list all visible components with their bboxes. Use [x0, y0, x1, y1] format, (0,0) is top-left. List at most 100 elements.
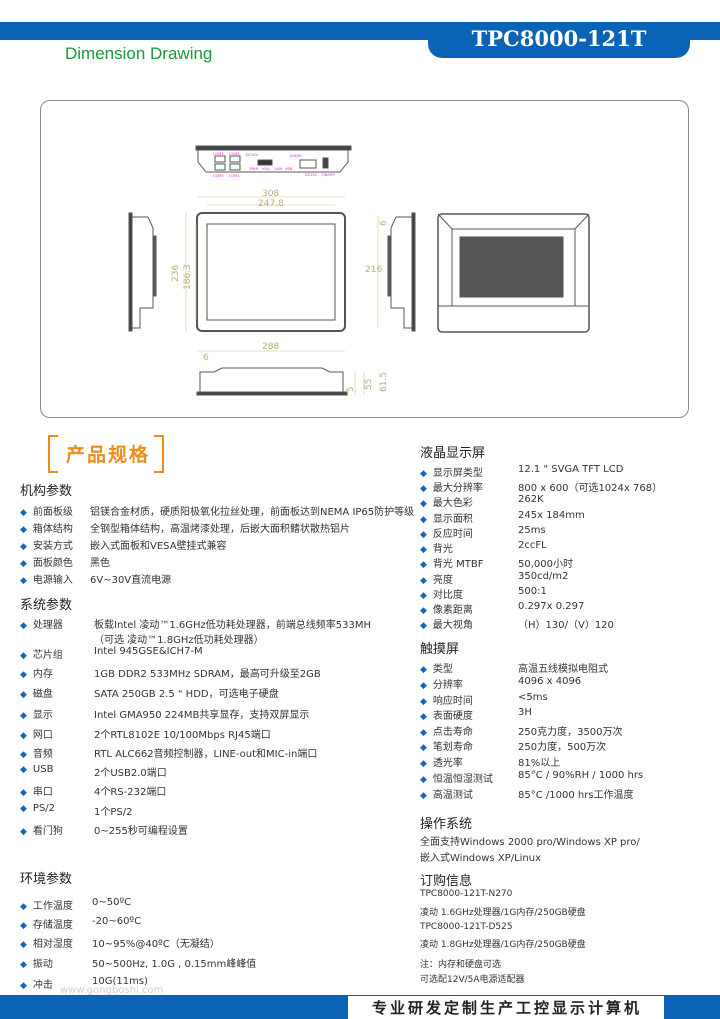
port-label: AUDIO	[290, 154, 302, 158]
environment-row: ◆相对湿度 10~95%@40ºC（无凝结）	[20, 935, 220, 950]
spec-value: SATA 250GB 2.5 " HDD，可选电子硬盘	[94, 689, 279, 700]
diamond-bullet-icon: ◆	[20, 940, 27, 950]
diamond-bullet-icon: ◆	[20, 651, 27, 661]
spec-value: 500:1	[518, 586, 547, 597]
diamond-bullet-icon: ◆	[20, 765, 27, 775]
spec-label: 音频	[32, 749, 53, 760]
structure-row: ◆前面板级 铝镁合金材质，硬质阳极氧化拉丝处理，前面板达到NEMA IP65防护…	[20, 503, 414, 518]
top-view	[195, 145, 352, 173]
dim-height-outer: 236	[171, 265, 181, 282]
spec-value: 250克力度，3500万次	[518, 727, 623, 738]
spec-value: 800 x 600（可选1024x 768）	[518, 483, 663, 494]
spec-value: 0.297x 0.297	[518, 601, 585, 612]
touch-row: ◆响应时间 <5ms	[420, 692, 548, 707]
footer-slogan: 专业研发定制生产工控显示计算机	[371, 999, 642, 1017]
diamond-bullet-icon: ◆	[420, 665, 427, 675]
port-label: DC12V	[305, 173, 318, 177]
diamond-bullet-icon: ◆	[420, 545, 427, 555]
footer-square	[703, 997, 720, 1019]
port-label: PWR	[250, 167, 259, 171]
diamond-bullet-icon: ◆	[420, 560, 427, 570]
right-side-view	[387, 212, 416, 332]
touch-row: ◆笔划寿命 250力度，500万次	[420, 738, 606, 753]
diamond-bullet-icon: ◆	[20, 559, 27, 569]
spec-value: 1GB DDR2 533MHz SDRAM，最高可升级至2GB	[94, 669, 321, 680]
spec-label: 笔划寿命	[432, 742, 473, 753]
diamond-bullet-icon: ◆	[420, 576, 427, 586]
footer-slogan-box	[348, 996, 664, 1019]
order-line: 凌动 1.6GHz处理器/1G内存/250GB硬盘	[420, 908, 586, 918]
touch-row: ◆恒温恒湿测试 85°C / 90%RH / 1000 hrs	[420, 770, 643, 785]
order-line: 凌动 1.8GHz处理器/1G内存/250GB硬盘	[420, 940, 586, 950]
spec-value: 245x 184mm	[518, 510, 585, 521]
diamond-bullet-icon: ◆	[420, 469, 427, 479]
lcd-row: ◆显示面积 245x 184mm	[420, 510, 585, 525]
system-row: ◆PS/2 1个PS/2	[20, 803, 132, 818]
dim-depth-c: 61.5	[379, 372, 389, 392]
diamond-bullet-icon: ◆	[20, 750, 27, 760]
spec-value: <5ms	[518, 692, 548, 703]
lcd-row: ◆显示屏类型 12.1 " SVGA TFT LCD	[420, 464, 623, 479]
dim-side-height: 216	[365, 265, 382, 275]
spec-value: 1个PS/2	[94, 807, 133, 818]
diamond-bullet-icon: ◆	[20, 804, 27, 814]
specs-title: 产品规格	[66, 444, 151, 466]
spec-label: 最大色彩	[432, 498, 473, 509]
spec-label: 芯片组	[32, 650, 63, 661]
diamond-bullet-icon: ◆	[20, 902, 27, 912]
spec-label: 冲击	[32, 980, 53, 991]
spec-label: USB	[32, 764, 54, 775]
touch-row: ◆ 透光率 81%以上	[420, 754, 560, 769]
section-title: Dimension Drawing	[65, 44, 213, 63]
lcd-row: ◆最大色彩 262K	[420, 494, 544, 509]
system-row: ◆串口 4个RS-232端口	[20, 783, 166, 798]
spec-value: 0~255秒可编程设置	[94, 826, 188, 837]
diamond-bullet-icon: ◆	[20, 960, 27, 970]
system-row: ◆处理器 板载Intel 凌动™1.6GHz低功耗处理器，前端总线频率533MH…	[20, 616, 371, 646]
diamond-bullet-icon: ◆	[20, 731, 27, 741]
spec-value: 50,000小时	[518, 559, 573, 570]
spec-value: Intel GMA950 224MB共享显存，支持双屏显示	[94, 710, 310, 721]
dim-depth-a: 5	[346, 386, 356, 392]
touch-row: ◆高温测试 85°C /1000 hrs工作温度	[420, 786, 634, 801]
system-row: ◆ USB 2个USB2.0端口	[20, 764, 167, 779]
lcd-row: ◆最大视角 （H）130/（V）120	[420, 616, 614, 631]
spec-label: 亮度	[432, 575, 453, 586]
spec-value: 4个RS-232端口	[94, 787, 167, 798]
spec-label: 看门狗	[32, 826, 63, 837]
lcd-row: ◆背光 MTBF 50,000小时	[420, 555, 573, 570]
system-title: 系统参数	[20, 598, 73, 613]
spec-label: 对比度	[432, 590, 463, 601]
environment-title: 环境参数	[20, 872, 73, 887]
os-line: 全面支持Windows 2000 pro/Windows XP pro/	[420, 837, 640, 848]
system-row: ◆芯片组 Intel 945GSE&ICH7-M	[20, 646, 203, 661]
spec-value: 全钢型箱体结构，高温烤漆处理，后嵌大面积鳍状散热铝片	[90, 524, 350, 535]
port-label: LAN	[275, 167, 282, 171]
spec-label: 内存	[32, 669, 53, 680]
diamond-bullet-icon: ◆	[420, 791, 427, 801]
system-row: ◆看门狗 0~255秒可编程设置	[20, 822, 188, 837]
spec-value: 4096 x 4096	[518, 676, 582, 687]
spec-value: 25ms	[518, 525, 546, 536]
spec-value: 81%以上	[518, 758, 561, 769]
diamond-bullet-icon: ◆	[20, 508, 27, 518]
spec-label: 透光率	[432, 758, 463, 769]
spec-value: 85°C / 90%RH / 1000 hrs	[518, 770, 644, 781]
os-line: 嵌入式Windows XP/Linux	[420, 853, 542, 864]
diamond-bullet-icon: ◆	[420, 743, 427, 753]
spec-value: 10~95%@40ºC（无凝结）	[92, 939, 220, 950]
dimension-drawing-frame	[40, 100, 689, 418]
dimension-drawing: 308 247.8 236 186.3 216 6 288 6 5 55 61.…	[128, 145, 590, 396]
spec-value: 350cd/m2	[518, 571, 569, 582]
lcd-row: ◆最大分辨率 800 x 600（可选1024x 768）	[420, 479, 662, 494]
spec-label: 面板颜色	[32, 558, 73, 569]
spec-value: 2个USB2.0端口	[94, 768, 167, 779]
port-label: ON/OFF	[322, 173, 335, 177]
diamond-bullet-icon: ◆	[420, 759, 427, 769]
spec-label: 振动	[32, 959, 53, 970]
spec-label: 前面板级	[32, 507, 73, 518]
model-tab	[428, 22, 690, 58]
lcd-row: ◆背光 2ccFL	[420, 540, 547, 555]
spec-value: -20~60ºC	[92, 916, 142, 927]
environment-row: ◆冲击 10G(11ms)	[20, 976, 148, 991]
